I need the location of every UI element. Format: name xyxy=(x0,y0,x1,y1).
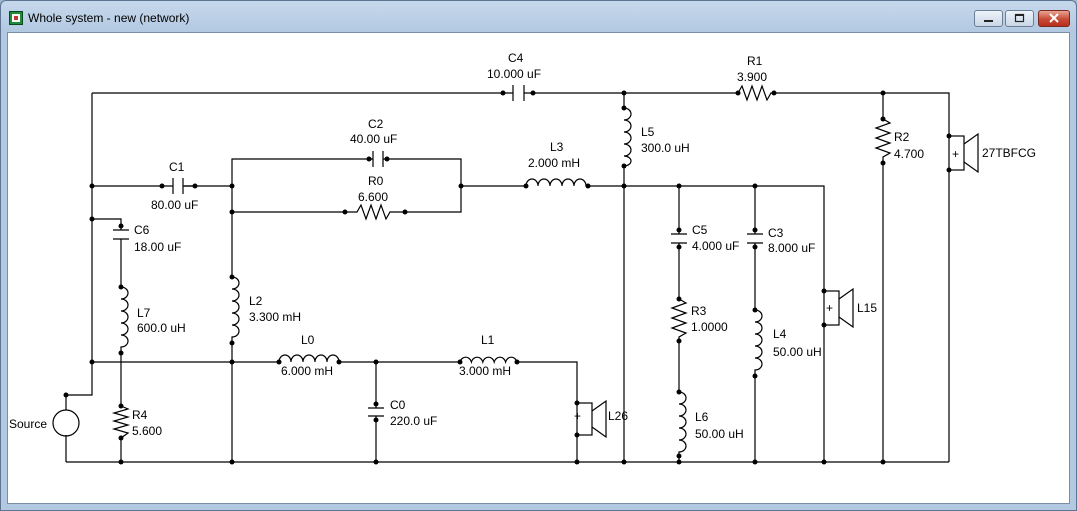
capacitor-c2[interactable]: C2 40.00 uF xyxy=(350,117,397,167)
l5-value: 300.0 uH xyxy=(641,141,690,155)
inductor-l2[interactable]: L2 3.300 mH xyxy=(229,274,302,346)
resistor-r1[interactable]: R1 3.900 xyxy=(735,54,777,102)
r1-name: R1 xyxy=(747,54,763,68)
c1-value: 80.00 uF xyxy=(151,198,198,212)
r0-name: R0 xyxy=(368,174,384,188)
resistor-r2[interactable]: R2 4.700 xyxy=(874,116,924,166)
l4-value: 50.00 uH xyxy=(773,345,822,359)
l3-value: 2.000 mH xyxy=(528,156,580,170)
l4-name: L4 xyxy=(773,327,787,341)
inductor-l0[interactable]: L0 6.000 mH xyxy=(276,333,342,378)
inductor-l3[interactable]: L3 2.000 mH xyxy=(523,140,591,189)
capacitor-c5[interactable]: C5 4.000 uF xyxy=(671,223,739,253)
r4-value: 5.600 xyxy=(132,424,162,438)
maximize-icon xyxy=(1014,13,1025,23)
speaker-l26-plus: + xyxy=(574,409,581,423)
minimize-button[interactable] xyxy=(974,10,1003,27)
l2-name: L2 xyxy=(249,294,263,308)
l2-value: 3.300 mH xyxy=(249,310,301,324)
c3-value: 8.000 uF xyxy=(768,241,815,255)
title-bar[interactable]: Whole system - new (network) xyxy=(1,1,1076,31)
speaker-27tbfcg-plus: + xyxy=(952,147,959,161)
l6-value: 50.00 uH xyxy=(695,427,744,441)
source-label: Source xyxy=(9,417,47,431)
inductor-l7[interactable]: L7 600.0 uH xyxy=(118,284,186,356)
maximize-button[interactable] xyxy=(1005,10,1034,27)
resistor-r3[interactable]: R3 1.0000 xyxy=(670,296,728,344)
l6-name: L6 xyxy=(695,410,709,424)
speaker-l15-plus: + xyxy=(826,301,833,315)
close-button[interactable] xyxy=(1038,10,1070,27)
inductor-l1[interactable]: L1 3.000 mH xyxy=(457,333,520,378)
l0-value: 6.000 mH xyxy=(281,364,333,378)
c6-name: C6 xyxy=(134,223,150,237)
capacitor-c3[interactable]: C3 8.000 uF xyxy=(747,226,815,255)
minimize-icon xyxy=(984,20,993,22)
inductor-l6[interactable]: L6 50.00 uH xyxy=(676,389,744,459)
junction-dots xyxy=(63,90,886,465)
c0-name: C0 xyxy=(390,398,406,412)
wires xyxy=(65,92,950,463)
l1-name: L1 xyxy=(481,333,495,347)
c6-value: 18.00 uF xyxy=(134,240,181,254)
c1-name: C1 xyxy=(169,160,185,174)
close-icon xyxy=(1049,13,1059,23)
r0-value: 6.600 xyxy=(358,190,388,204)
c5-value: 4.000 uF xyxy=(692,239,739,253)
c5-name: C5 xyxy=(692,223,708,237)
schematic-canvas[interactable]: C4 10.000 uF R1 3.900 L5 300.0 uH xyxy=(7,32,1070,504)
resistor-r4[interactable]: R4 5.600 xyxy=(111,403,162,441)
r2-value: 4.700 xyxy=(894,147,924,161)
r2-name: R2 xyxy=(894,130,910,144)
l5-name: L5 xyxy=(641,125,655,139)
c3-name: C3 xyxy=(768,226,784,240)
r1-value: 3.900 xyxy=(737,70,767,84)
speaker-27tbfcg[interactable]: + 27TBFCG xyxy=(946,132,1037,174)
window-title: Whole system - new (network) xyxy=(28,11,190,25)
voltage-source[interactable]: Source xyxy=(9,409,80,437)
r3-name: R3 xyxy=(691,304,707,318)
resistor-r0[interactable]: R0 6.600 xyxy=(342,174,408,221)
app-icon xyxy=(9,11,23,25)
r3-value: 1.0000 xyxy=(691,320,728,334)
r4-name: R4 xyxy=(132,408,148,422)
speaker-l15[interactable]: + L15 xyxy=(821,287,878,329)
capacitor-c1[interactable]: C1 80.00 uF xyxy=(151,160,198,212)
speaker-27tbfcg-label: 27TBFCG xyxy=(982,146,1036,160)
c4-value: 10.000 uF xyxy=(487,67,541,81)
inductor-l4[interactable]: L4 50.00 uH xyxy=(752,307,822,379)
capacitor-c4[interactable]: C4 10.000 uF xyxy=(487,51,541,101)
l7-value: 600.0 uH xyxy=(137,321,186,335)
c0-value: 220.0 uF xyxy=(390,414,437,428)
speaker-l26-label: L26 xyxy=(608,409,628,423)
speaker-l15-label: L15 xyxy=(857,301,877,315)
capacitor-c6[interactable]: C6 18.00 uF xyxy=(113,223,181,254)
inductor-l5[interactable]: L5 300.0 uH xyxy=(621,105,690,169)
speaker-l26[interactable]: + L26 xyxy=(574,399,628,439)
c2-name: C2 xyxy=(368,117,384,131)
capacitor-c0[interactable]: C0 220.0 uF xyxy=(368,398,437,428)
circuit-schematic[interactable]: C4 10.000 uF R1 3.900 L5 300.0 uH xyxy=(8,33,1069,503)
c2-value: 40.00 uF xyxy=(350,132,397,146)
l7-name: L7 xyxy=(137,306,151,320)
l1-value: 3.000 mH xyxy=(459,364,511,378)
l3-name: L3 xyxy=(550,140,564,154)
l0-name: L0 xyxy=(301,333,315,347)
c4-name: C4 xyxy=(508,51,524,65)
